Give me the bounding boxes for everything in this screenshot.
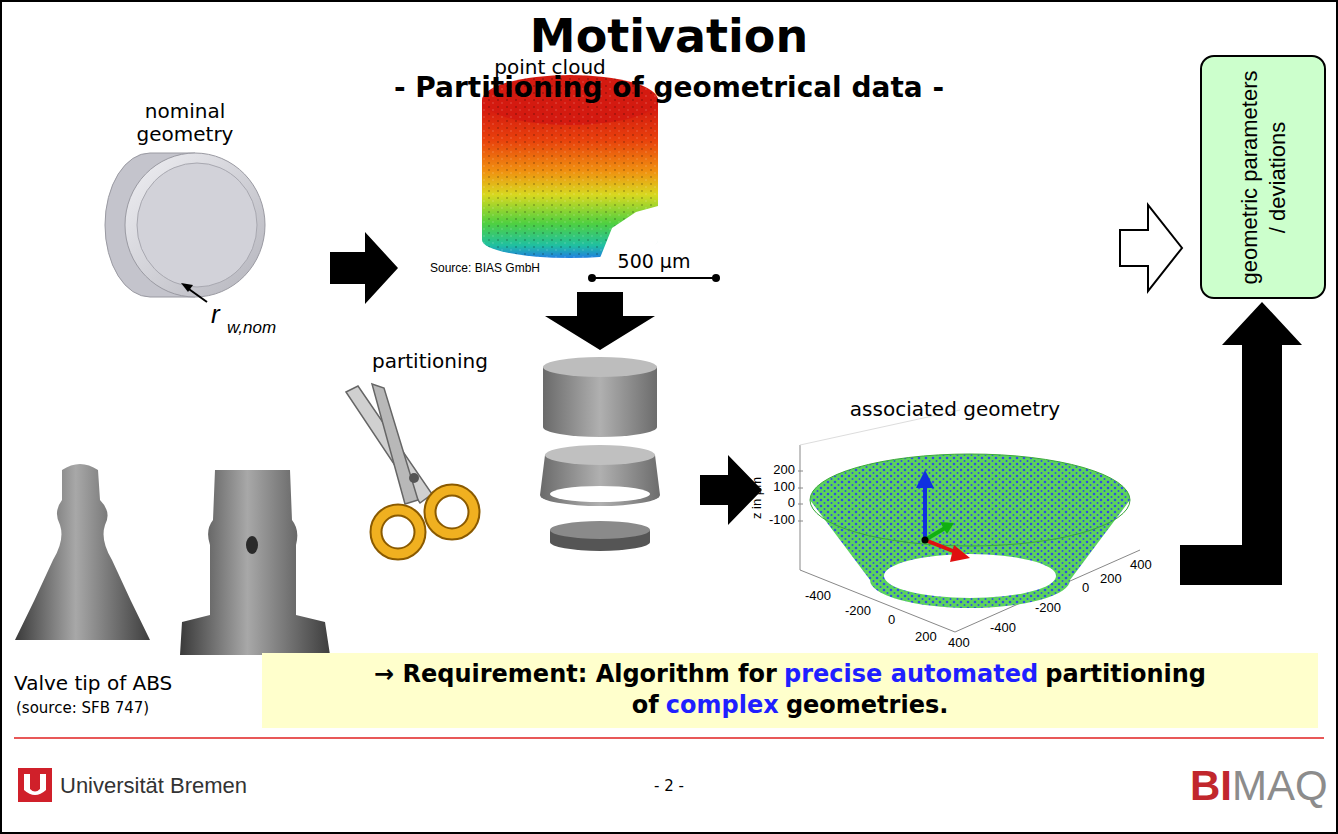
tick-label: 200 (773, 463, 795, 478)
symbol-subscript: w,nom (227, 318, 276, 338)
symbol-label: r (211, 300, 220, 330)
photo-caption: Valve tip of ABS (14, 672, 172, 695)
subtitle: - Partitioning of geometrical data - (394, 72, 944, 104)
figure-label: nominal geometry (120, 100, 250, 146)
tick-label: -100 (769, 513, 795, 528)
source-note: Source: BIAS GmbH (430, 262, 540, 276)
scale-label: 500 µm (618, 251, 691, 273)
tick-label: 0 (888, 613, 895, 628)
box-text: of (632, 691, 659, 719)
source-note: (source: SFB 747) (16, 700, 149, 717)
tick-label: 0 (788, 496, 795, 511)
box-text: partitioning (1045, 660, 1206, 688)
tick-label: -400 (990, 621, 1016, 636)
slide-title: Motivation (530, 10, 808, 63)
figure-label: point cloud (494, 56, 606, 79)
axis-title: z in µm (750, 477, 765, 519)
box-text: geometries. (786, 691, 948, 719)
page-number: - 2 - (654, 778, 684, 795)
tick-label: 0 (1082, 581, 1089, 596)
tick-label: 100 (773, 480, 795, 495)
box-text: precise automated (784, 660, 1038, 688)
tick-label: 400 (948, 636, 970, 651)
box-text: geometric parameters / deviations (1236, 67, 1291, 287)
tick-label: 200 (915, 630, 937, 645)
figure-label: partitioning (372, 350, 488, 373)
logo-text: BI (1190, 762, 1232, 810)
tick-label: 200 (1100, 572, 1122, 587)
university-name: Universität Bremen (60, 773, 247, 798)
box-text: complex (666, 691, 779, 719)
box-text: → Requirement: Algorithm for (374, 660, 777, 688)
tick-label: -200 (1035, 601, 1061, 616)
requirement-box: → Requirement: Algorithm forprecise auto… (262, 653, 1318, 728)
tick-label: -400 (805, 589, 831, 604)
rotated-text-holder: geometric parameters / deviations (1236, 67, 1291, 287)
tick-label: -200 (845, 604, 871, 619)
tick-label: 400 (1130, 558, 1152, 573)
logo-text: MAQ (1232, 762, 1328, 810)
figure-label: associated geometry (850, 398, 1060, 421)
result-box: geometric parameters / deviations (1200, 55, 1326, 299)
